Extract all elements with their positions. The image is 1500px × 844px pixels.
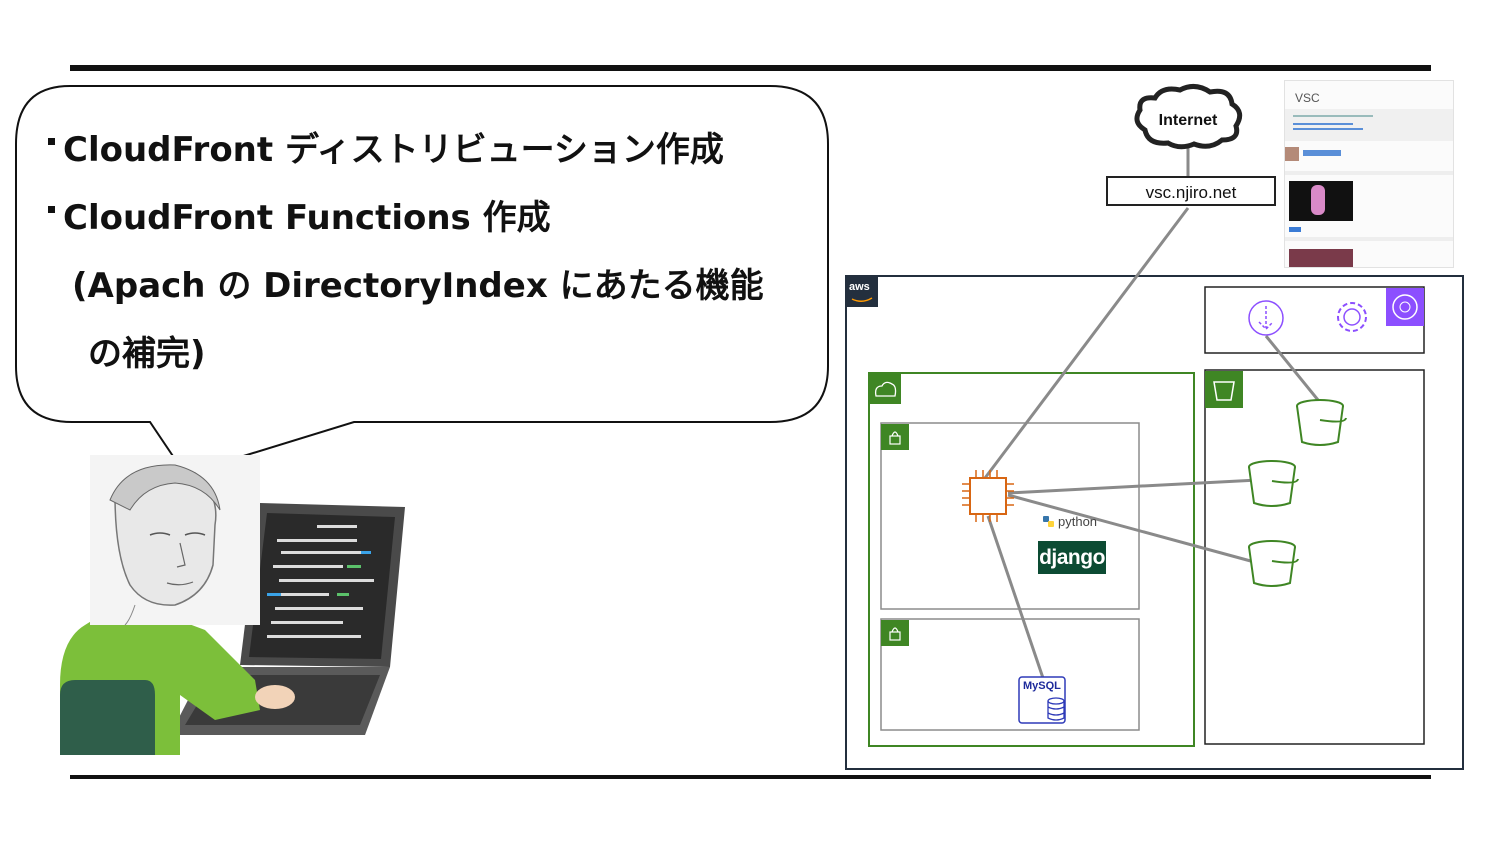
s3-bucket-icon-3 (1248, 540, 1299, 587)
speech-bubble (15, 85, 829, 476)
screenshot-divider-2 (1285, 237, 1453, 241)
python-label: python (1058, 514, 1098, 529)
internet-cloud-icon (1134, 84, 1243, 150)
bullet-line-3: (Apach の DirectoryIndex にあたる機能 (72, 266, 764, 306)
screenshot-header-bar (1285, 109, 1453, 141)
screenshot-link-lines-3 (1293, 128, 1363, 130)
cloudfront-icon (1386, 288, 1424, 326)
private-subnet-lock-icon (881, 620, 909, 646)
chair (60, 680, 155, 755)
screenshot-video-figure (1311, 185, 1325, 215)
mysql-label: MySQL (1023, 680, 1061, 692)
screenshot-link-lines-2 (1293, 123, 1353, 125)
python-logo-icon (1043, 516, 1054, 527)
s3-bucket-icon-1 (1296, 399, 1347, 446)
public-subnet-lock-icon (881, 424, 909, 450)
s3-bucket-icon-2 (1248, 460, 1299, 507)
cloudfront-settings-icon (1337, 302, 1367, 332)
connector-lines (983, 145, 1320, 679)
vpc-icon (869, 374, 901, 404)
bottom-rule (70, 775, 1431, 779)
screenshot-bottom-thumbs (1289, 249, 1353, 267)
bullet-dot (48, 138, 55, 145)
screenshot-divider (1285, 171, 1453, 175)
bullet-line-2: CloudFront Functions 作成 (48, 190, 551, 239)
screenshot-heading-bar (1303, 150, 1341, 156)
aws-cloud-boundary (845, 275, 1464, 770)
private-subnet (880, 618, 1140, 731)
ec2-instance-icon (962, 470, 1014, 522)
aws-label: aws (849, 281, 870, 293)
bullet-line-1: CloudFront ディストリビューション作成 (48, 122, 724, 171)
top-rule (70, 65, 1431, 71)
screenshot-link-lines (1293, 115, 1373, 117)
cloudfront-function-icon (1248, 300, 1284, 336)
internet-label: Internet (1158, 112, 1218, 129)
screenshot-button (1289, 227, 1301, 232)
bullet-text-2: CloudFront Functions 作成 (63, 198, 551, 238)
screenshot-thumb-small (1285, 147, 1299, 161)
bullet-text-1: CloudFront ディストリビューション作成 (63, 130, 724, 170)
laptop-screen (240, 503, 405, 667)
screenshot-title: VSC (1295, 91, 1320, 105)
vpc-boundary (868, 372, 1195, 747)
person-laptop-illustration (60, 455, 405, 755)
bullet-dot (48, 206, 55, 213)
s3-group (1204, 369, 1425, 745)
s3-group-icon (1205, 371, 1243, 408)
public-subnet (880, 422, 1140, 610)
website-screenshot-thumbnail: VSC (1284, 80, 1454, 268)
django-logo: django (1038, 541, 1106, 574)
bullet-line-4: の補完) (88, 334, 206, 374)
mysql-rds-icon (1018, 676, 1066, 724)
person-hand (255, 685, 295, 709)
domain-label: vsc.njiro.net (1106, 176, 1276, 206)
